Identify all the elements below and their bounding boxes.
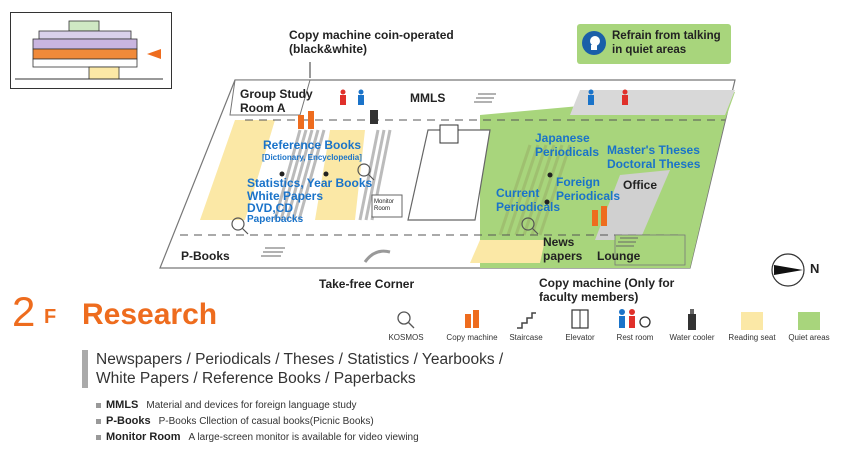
legend-label: Water cooler: [669, 333, 715, 342]
north-label: N: [810, 261, 820, 276]
floor-title: Research: [82, 298, 218, 331]
current-periodicals-label: Current Periodicals: [496, 186, 561, 214]
legend-label: Reading seat: [728, 333, 776, 342]
office-label: Office: [623, 178, 658, 192]
legend-restroom: Rest room: [614, 308, 656, 342]
legend-label: Copy machine: [446, 333, 498, 342]
water-cooler-icon: [688, 309, 696, 330]
foreign-periodicals-label: Foreign Periodicals: [556, 175, 621, 203]
legend-label: Quiet areas: [788, 333, 830, 342]
reading-seat-swatch: [741, 312, 763, 330]
white-papers-label: White Papers: [247, 189, 324, 203]
pbooks-label: P-Books: [181, 249, 230, 263]
quiet-area-swatch: [798, 312, 820, 330]
paperbacks-label: Paperbacks: [247, 214, 304, 225]
dvd-label: DVD,CD: [247, 201, 294, 215]
building-thumbnail: [10, 12, 172, 89]
reference-books-sub-label: [Dictionary, Encyclopedia]: [262, 153, 362, 162]
elevator-icon: [571, 309, 589, 329]
subject-list: Newspapers / Periodicals / Theses / Stat…: [82, 350, 512, 388]
copy-coin-callout: Copy machine coin-operated (black&white): [289, 28, 454, 56]
copy-machine-icon: [465, 310, 479, 328]
quiet-notice-text: Refrain from talking in quiet areas: [612, 30, 721, 56]
copy-faculty-callout: Copy machine (Only for faculty members): [539, 276, 675, 304]
mmls-label: MMLS: [410, 91, 446, 105]
theses-label: Master's Theses Doctoral Theses: [607, 143, 701, 171]
legend-label: KOSMOS: [388, 333, 424, 342]
north-compass-icon: [771, 253, 805, 287]
restroom-icon: [619, 309, 651, 328]
legend-label: Staircase: [509, 333, 543, 342]
lounge-label: Lounge: [597, 249, 641, 263]
legend-kosmos: KOSMOS: [386, 308, 426, 342]
monitor-room-label: Monitor Room: [374, 199, 395, 212]
floor-number: 2: [12, 288, 36, 335]
legend-staircase: Staircase: [508, 308, 544, 342]
floor-suffix: F: [44, 306, 57, 328]
magnifier-icon: [397, 311, 415, 329]
arrow-down-icon: [309, 62, 311, 78]
floor-plan: [159, 79, 736, 269]
location-arrow-icon: [147, 49, 161, 59]
japanese-periodicals-label: Japanese Periodicals: [535, 131, 600, 159]
legend-reading-seat: Reading seat: [728, 308, 776, 342]
reference-books-label: Reference Books: [263, 138, 362, 152]
building-outline-icon: [15, 20, 163, 80]
statistics-label: Statistics, Year Books: [247, 176, 373, 190]
legend-label: Elevator: [565, 333, 595, 342]
legend-copy-machine: Copy machine: [444, 308, 500, 342]
newspapers-label: News papers: [543, 235, 583, 263]
legend-label: Rest room: [616, 333, 654, 342]
legend-elevator: Elevator: [563, 308, 597, 342]
group-study-room-label: Group Study Room A: [240, 87, 313, 115]
legend-quiet-area: Quiet areas: [785, 308, 833, 342]
legend-water-cooler: Water cooler: [666, 308, 718, 342]
no-talking-icon: [582, 31, 606, 55]
staircase-icon: [517, 312, 536, 329]
take-free-corner-label: Take-free Corner: [319, 277, 415, 291]
